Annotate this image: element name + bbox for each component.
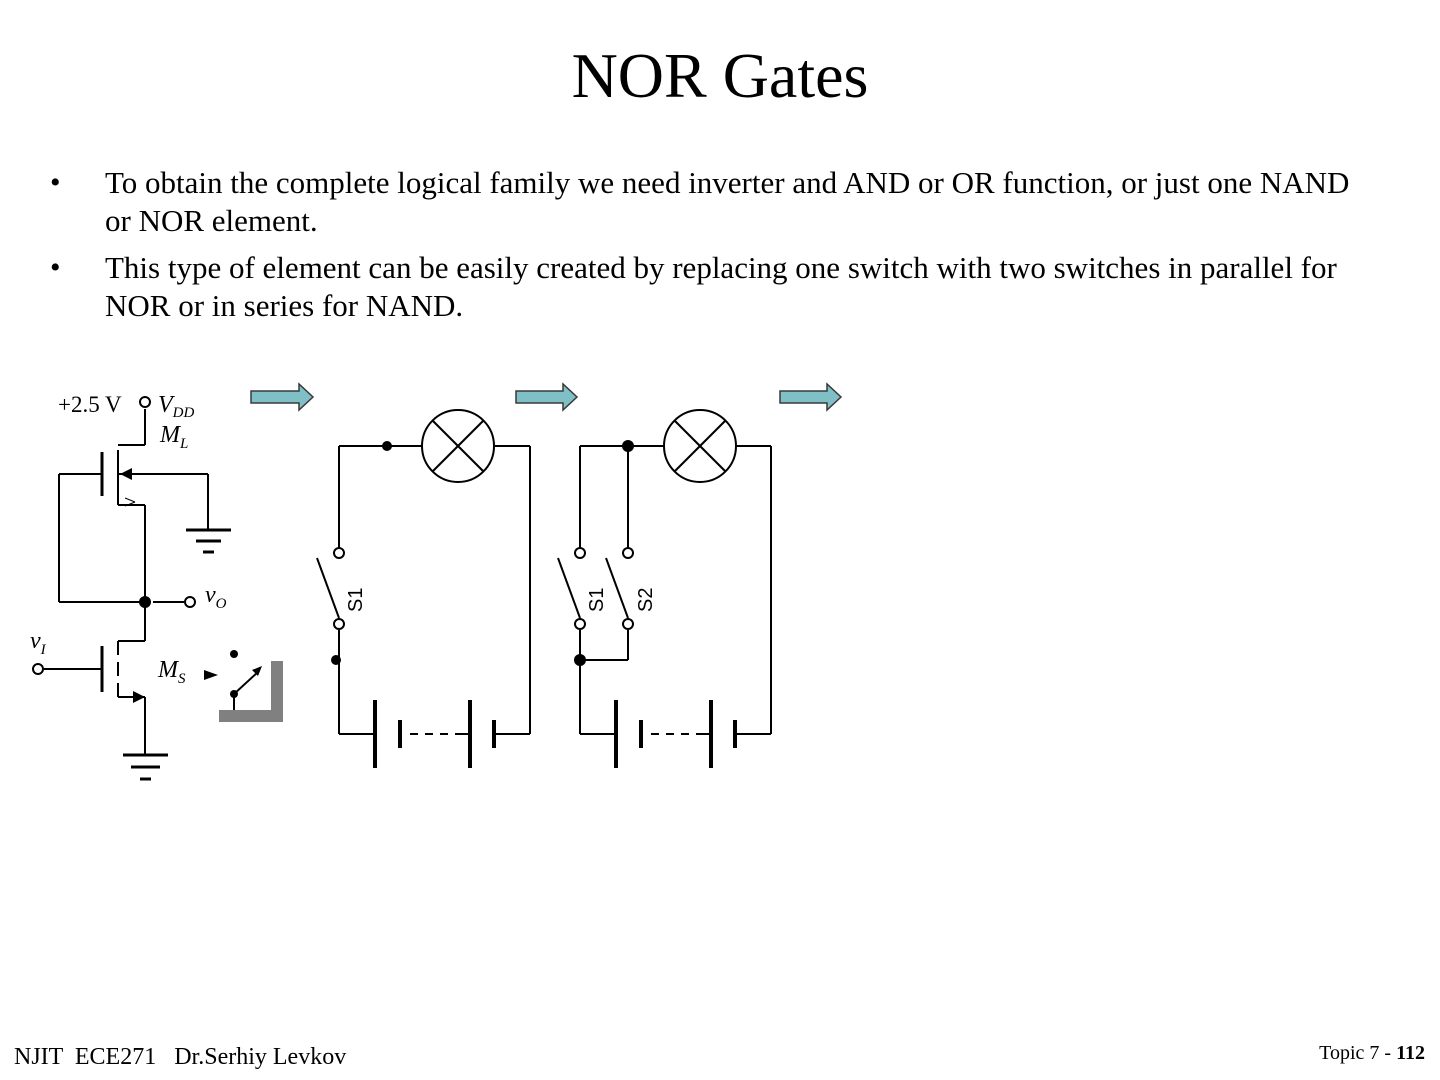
footer-slide-number: Topic 7 - 112 [1319,1042,1425,1064]
bullet-item: • This type of element can be easily cre… [50,249,1350,325]
parallel-switch-circuit [557,445,772,768]
circuit-diagram: +2.5 V VDD ML vO vI MS [30,382,843,781]
bullet-text: This type of element can be easily creat… [105,250,1337,323]
single-switch-circuit [316,445,531,768]
switch-contact-icon [622,618,634,630]
fet-arrow-icon [133,691,145,703]
switch-contact-icon [333,547,345,559]
switch-s1-label: S1 [586,588,608,612]
bullet-icon: • [50,251,61,284]
lamp-icon [421,409,495,483]
supply-label: +2.5 V [58,392,122,417]
right-arrow-icon [515,382,579,412]
output-terminal-icon [184,596,196,608]
right-arrow-icon [250,382,315,412]
switch-contact-icon [333,618,345,630]
nmos-inverter-circuit [44,409,209,755]
slide-title: NOR Gates [571,40,869,111]
bullet-item: • To obtain the complete logical family … [50,164,1350,240]
switch-s2-label: S2 [635,588,657,612]
input-terminal-icon [32,663,44,675]
junction-dot-icon [331,655,341,665]
load-fet-label: ML [159,422,188,452]
junction-dot-icon [622,440,634,452]
bullet-text: To obtain the complete logical family we… [105,165,1350,238]
input-label: vI [30,628,47,658]
output-label: vO [205,582,227,612]
junction-dot-icon [382,441,392,451]
equivalent-switch-icon [204,650,283,722]
vdd-terminal-icon [139,396,151,408]
footer-course-info: NJIT ECE271 Dr.Serhiy Levkov [14,1044,347,1070]
junction-dot-icon [574,654,586,666]
switch-fet-label: MS [157,657,186,687]
switch-contact-icon [622,547,634,559]
output-node-icon [139,596,151,608]
switch-contact-icon [574,618,586,630]
ground-icon [123,753,168,781]
bullet-list: • To obtain the complete logical family … [50,164,1350,334]
fet-arrow-icon [120,468,132,480]
vdd-label: VDD [158,392,195,421]
switch-s1-label: S1 [345,588,367,612]
switch-contact-icon [574,547,586,559]
ground-icon [186,528,231,554]
lamp-icon [663,409,737,483]
right-arrow-icon [779,382,843,412]
bullet-icon: • [50,166,61,199]
